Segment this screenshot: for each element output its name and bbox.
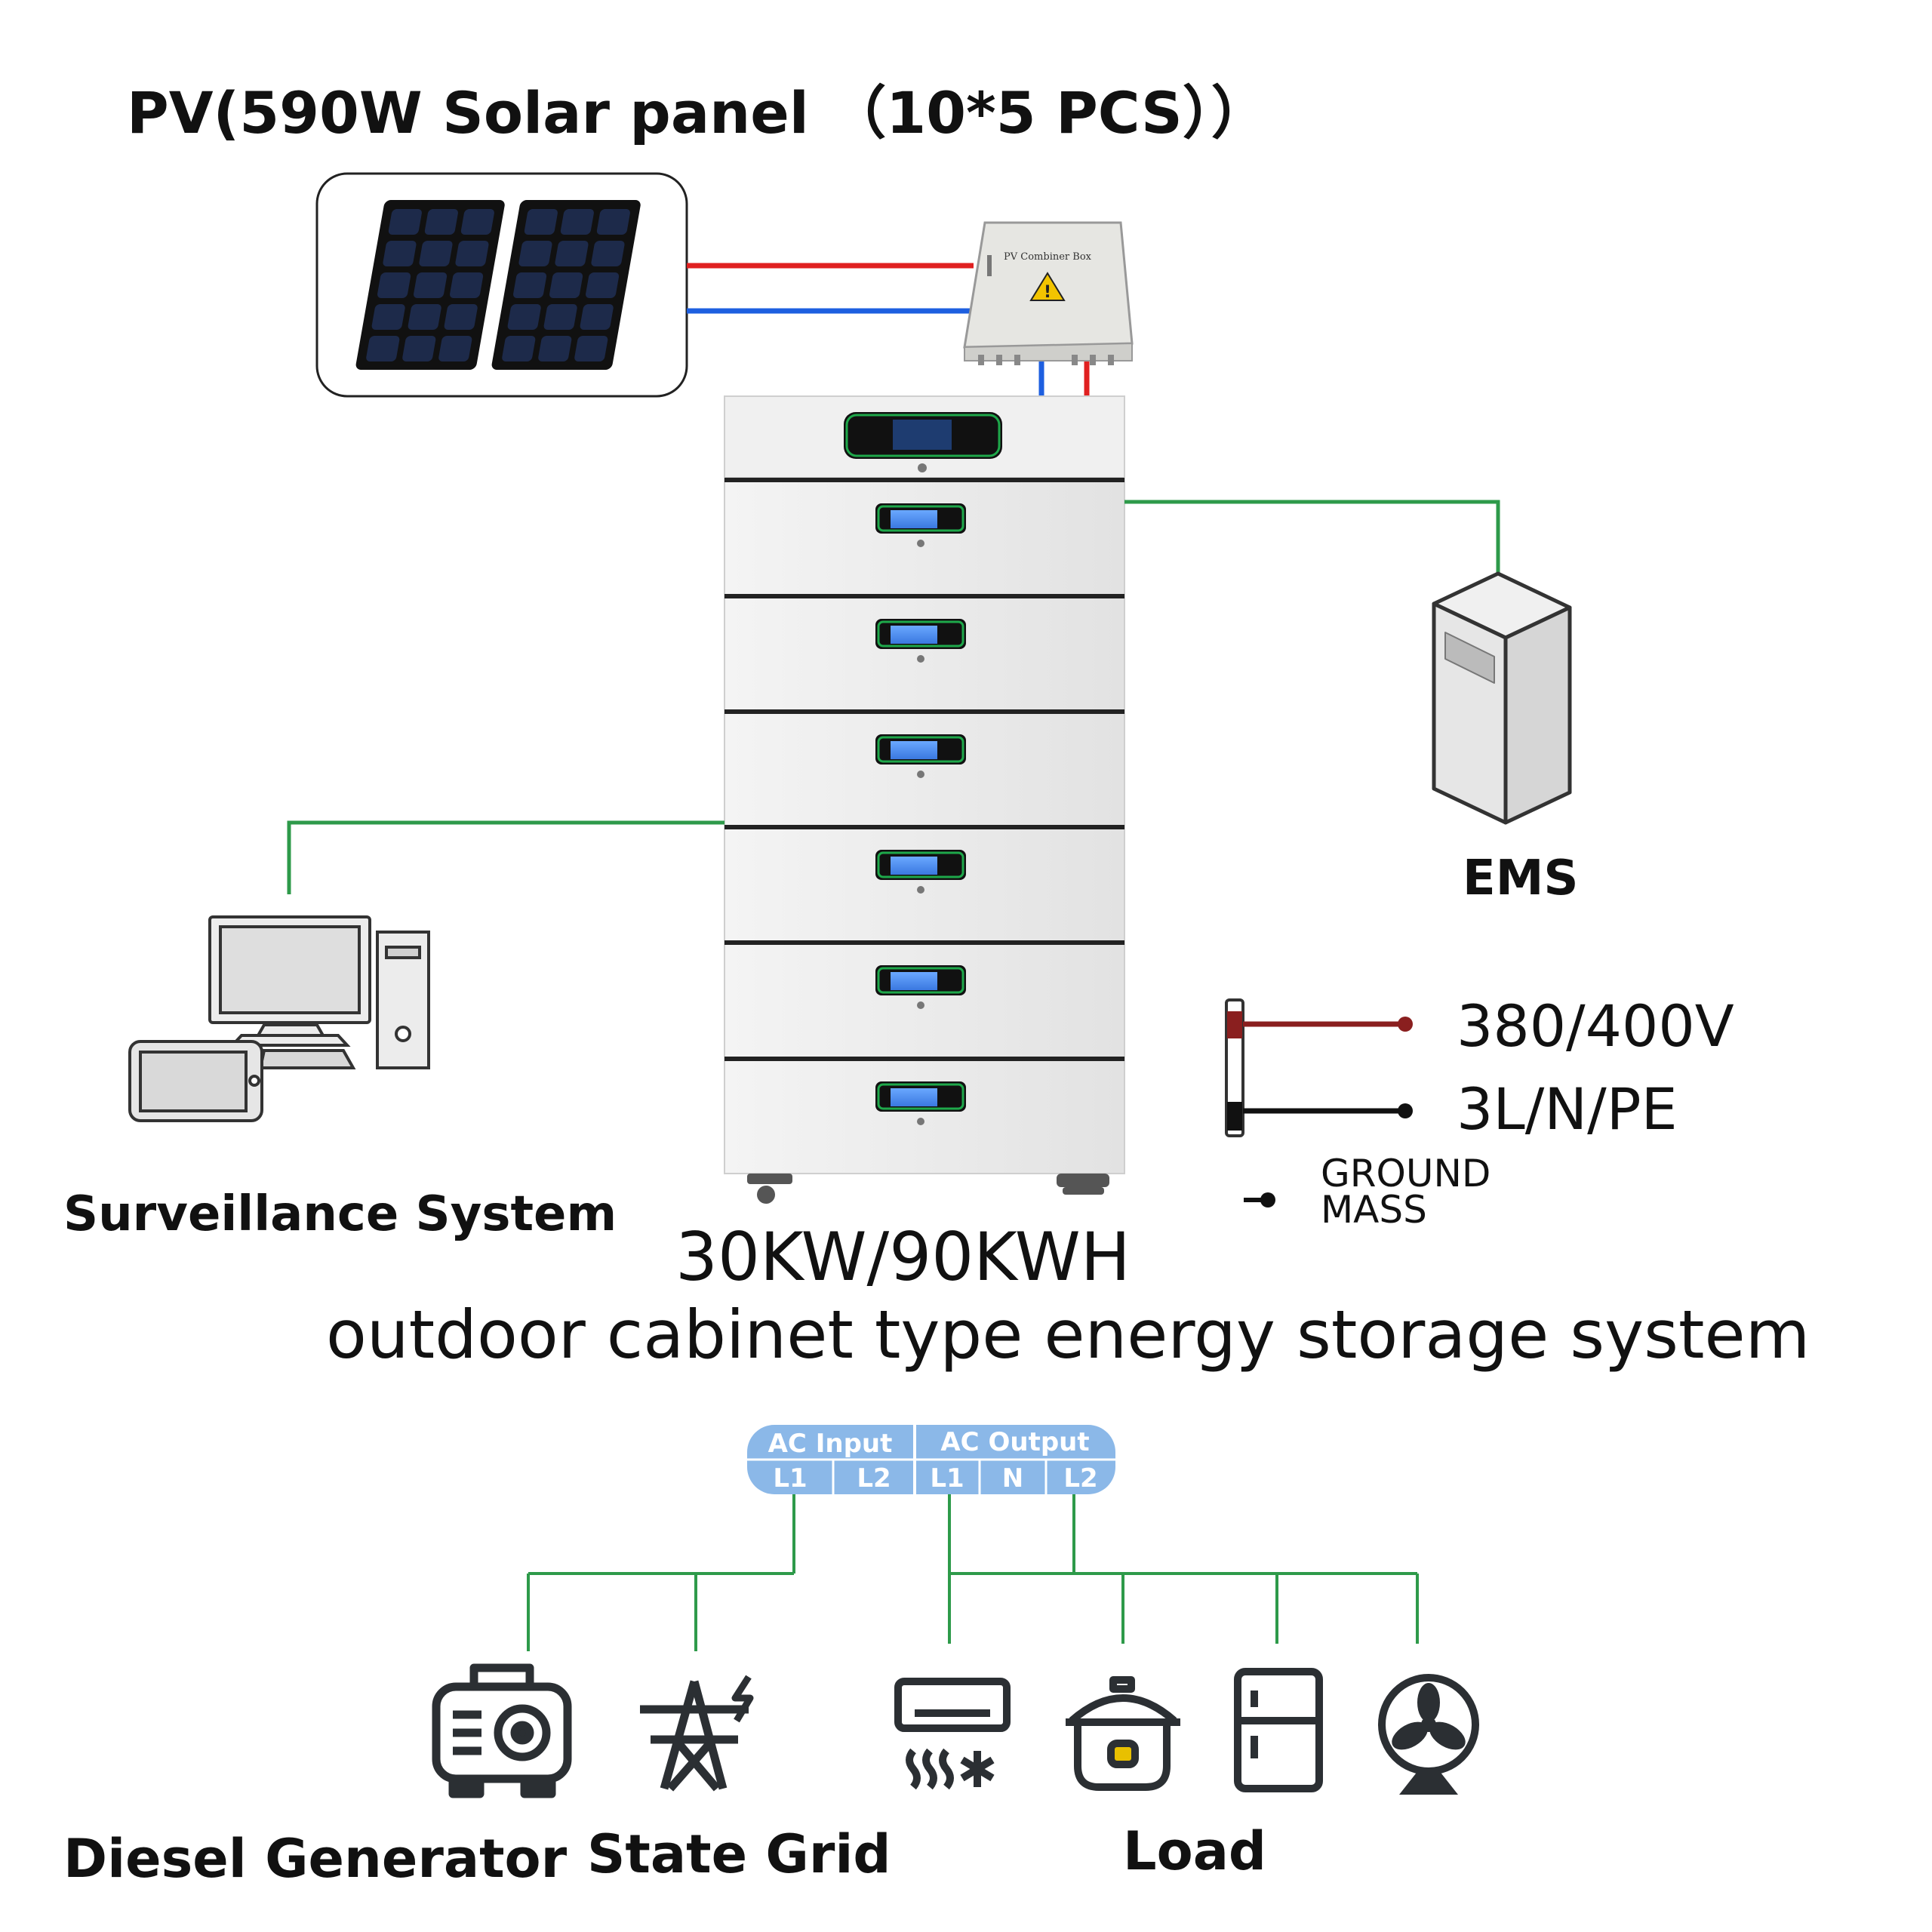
fan-icon bbox=[1378, 1674, 1479, 1795]
diesel-generator-label: Diesel Generator bbox=[63, 1828, 568, 1890]
mass-label: MASS bbox=[1321, 1188, 1427, 1232]
ac-output-l1: L1 bbox=[930, 1463, 964, 1494]
transmission-tower-icon bbox=[640, 1675, 754, 1792]
server-cabinet-icon bbox=[1432, 571, 1572, 825]
page-title: PV(590W Solar panel （10*5 PCS）） bbox=[127, 79, 1269, 146]
ac-input-label: AC Input bbox=[768, 1429, 893, 1459]
rice-cooker-icon bbox=[1066, 1676, 1180, 1791]
distribution-lines bbox=[527, 1494, 1419, 1651]
ac-terminal-block: AC Input AC Output L1 L2 L1 N L2 bbox=[747, 1425, 1115, 1494]
generator-icon bbox=[432, 1663, 572, 1798]
system-rating: 30KW/90KWH bbox=[675, 1218, 1131, 1296]
load-label: Load bbox=[1123, 1820, 1267, 1882]
combiner-box-icon: ! bbox=[963, 221, 1134, 365]
pv-wires bbox=[687, 263, 1090, 396]
svg-text:!: ! bbox=[1044, 283, 1051, 302]
air-conditioner-icon bbox=[894, 1678, 1011, 1790]
ground-icon bbox=[1244, 1192, 1275, 1208]
signal-lines bbox=[287, 500, 1500, 894]
voltage-label: 380/400V bbox=[1457, 992, 1734, 1060]
ac-output-label: AC Output bbox=[940, 1427, 1089, 1457]
ems-label: EMS bbox=[1463, 851, 1579, 906]
computer-icon bbox=[208, 915, 430, 1069]
surveillance-label: Surveillance System bbox=[63, 1186, 617, 1242]
phases-label: 3L/N/PE bbox=[1457, 1075, 1678, 1143]
ac-input-l2: L2 bbox=[857, 1463, 891, 1494]
solar-panel-icon bbox=[315, 172, 688, 398]
battery-cabinet-icon bbox=[724, 395, 1125, 1204]
ac-output-n: N bbox=[1002, 1463, 1023, 1494]
refrigerator-icon bbox=[1234, 1668, 1323, 1792]
combiner-box-label: PV Combiner Box bbox=[1004, 251, 1091, 263]
ac-input-l1: L1 bbox=[773, 1463, 807, 1494]
system-description: outdoor cabinet type energy storage syst… bbox=[326, 1296, 1810, 1374]
ac-output-l2: L2 bbox=[1063, 1463, 1097, 1494]
tablet-icon bbox=[128, 1040, 263, 1122]
state-grid-label: State Grid bbox=[587, 1823, 891, 1885]
power-terminal-icon bbox=[1225, 998, 1413, 1137]
ground-label: GROUND bbox=[1321, 1152, 1491, 1195]
